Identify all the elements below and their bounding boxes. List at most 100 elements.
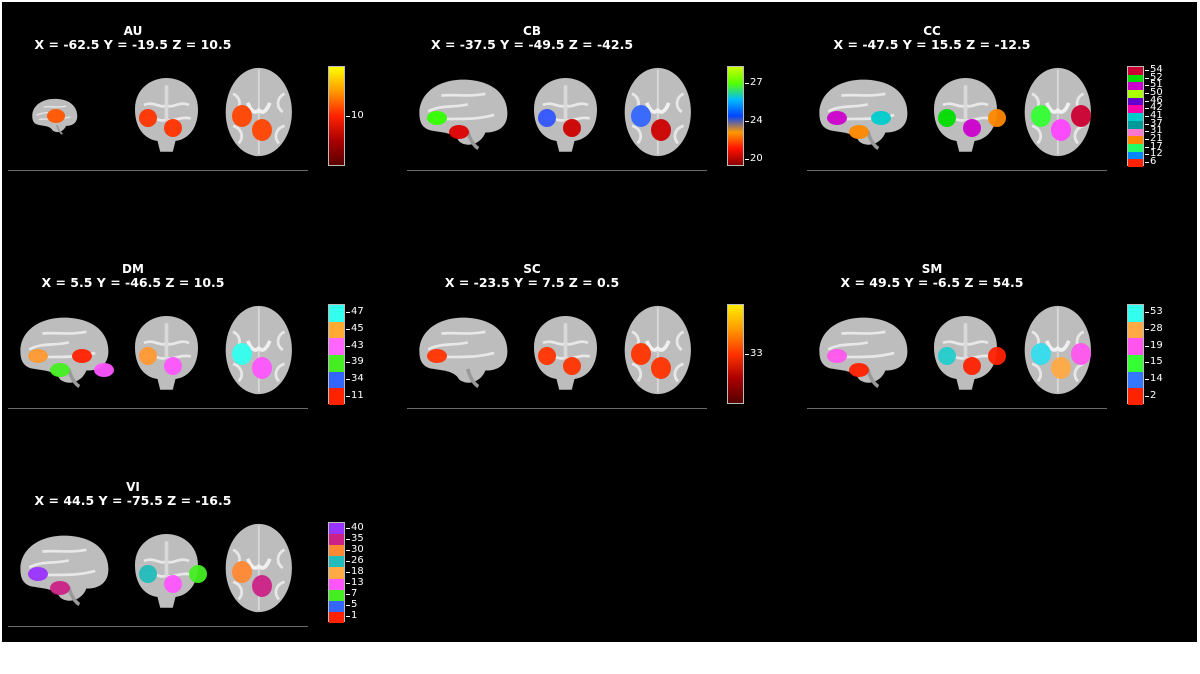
coronal-activation (189, 565, 207, 583)
colorbar-bin (329, 338, 344, 355)
coronal-activation (538, 347, 556, 365)
axial-activation (1051, 119, 1071, 141)
colorbar-tick: 33 (745, 348, 763, 359)
coronal-view (534, 316, 597, 390)
colorbar-bin (329, 371, 344, 389)
colorbar (727, 304, 744, 404)
slice-coordinates: X = 49.5 Y = -6.5 Z = 54.5 (840, 275, 1024, 290)
colorbar-bin (329, 589, 344, 601)
colorbar-tick: 39 (346, 356, 364, 368)
colorbar-bin (1128, 113, 1143, 121)
coronal-activation (164, 575, 182, 593)
sagittal-activation (427, 111, 447, 125)
coronal-activation (164, 357, 182, 375)
network-label: CB (523, 24, 541, 38)
colorbar-tick: 21 (1145, 133, 1163, 145)
colorbar-bin (1128, 151, 1143, 160)
axial-activation (252, 357, 272, 379)
colorbar-bin (1128, 388, 1143, 405)
coronal-activation (139, 109, 157, 127)
axial-activation (1031, 343, 1051, 365)
brain-slices (32, 67, 292, 157)
sagittal-activation (849, 363, 869, 377)
axial-view (624, 305, 691, 395)
colorbar-bin (1128, 120, 1143, 129)
colorbar-tick: 24 (745, 115, 763, 126)
colorbar (328, 66, 345, 166)
sagittal-view (20, 535, 109, 606)
sagittal-activation (50, 581, 70, 595)
axial-activation (1071, 343, 1091, 365)
colorbar-bin (329, 305, 344, 322)
colorbar-tick: 17 (1145, 140, 1163, 152)
network-label: CC (923, 24, 941, 38)
network-label: SC (523, 262, 541, 276)
colorbar-tick: 19 (1145, 339, 1163, 351)
colorbar-bin (1128, 321, 1143, 339)
colorbar-tick: 35 (346, 532, 364, 544)
panel-baseline (407, 170, 707, 171)
coronal-view (135, 534, 207, 608)
colorbar-bin (1128, 355, 1143, 372)
axial-activation (252, 119, 272, 141)
coronal-activation (563, 119, 581, 137)
axial-activation (631, 343, 651, 365)
sagittal-activation (827, 349, 847, 363)
brain-slices (20, 305, 292, 395)
colorbar-tick: 28 (1145, 323, 1163, 334)
colorbar-bin (1128, 128, 1143, 137)
brain-slices (419, 67, 691, 157)
colorbar-bin (329, 567, 344, 579)
sagittal-view (419, 79, 508, 150)
sagittal-activation (849, 125, 869, 139)
colorbar-bin (1128, 159, 1143, 167)
coronal-activation (988, 109, 1006, 127)
sagittal-activation (72, 349, 92, 363)
coronal-view (135, 78, 198, 152)
colorbar-bin (329, 578, 344, 590)
colorbar (727, 66, 744, 166)
colorbar-tick: 7 (345, 588, 358, 600)
panel-baseline (407, 408, 707, 409)
colorbar-tick: 26 (346, 554, 364, 566)
colorbar-bin (329, 611, 344, 623)
colorbar (328, 522, 345, 623)
axial-view (225, 305, 292, 395)
axial-view (1024, 305, 1091, 395)
colorbar-bin (1128, 90, 1143, 98)
sagittal-activation (871, 111, 891, 125)
panel-baseline (807, 408, 1107, 409)
colorbar-tick: 47 (346, 306, 364, 318)
colorbar-bin (329, 355, 344, 372)
sagittal-activation (427, 349, 447, 363)
colorbar-tick: 31 (1145, 125, 1163, 137)
colorbar-bin (1128, 74, 1143, 83)
coronal-view (534, 78, 597, 152)
coronal-view (135, 316, 198, 390)
colorbar-bin (1128, 136, 1143, 144)
brain-slices (819, 305, 1091, 395)
colorbar-tick: 11 (346, 389, 364, 401)
coronal-activation (139, 347, 157, 365)
colorbar-tick: 34 (346, 373, 364, 384)
axial-activation (252, 575, 272, 597)
network-label: DM (122, 262, 144, 276)
brain-slices (20, 523, 292, 613)
colorbar-bin (329, 600, 344, 612)
slice-coordinates: X = 5.5 Y = -46.5 Z = 10.5 (41, 275, 225, 290)
axial-activation (651, 119, 671, 141)
panel-baseline (8, 626, 308, 627)
colorbar-bin (1128, 97, 1143, 106)
colorbar-bin (329, 545, 344, 557)
coronal-view (934, 78, 1006, 152)
colorbar-tick: 41 (1145, 110, 1163, 121)
sagittal-view (819, 317, 908, 388)
coronal-activation (988, 347, 1006, 365)
